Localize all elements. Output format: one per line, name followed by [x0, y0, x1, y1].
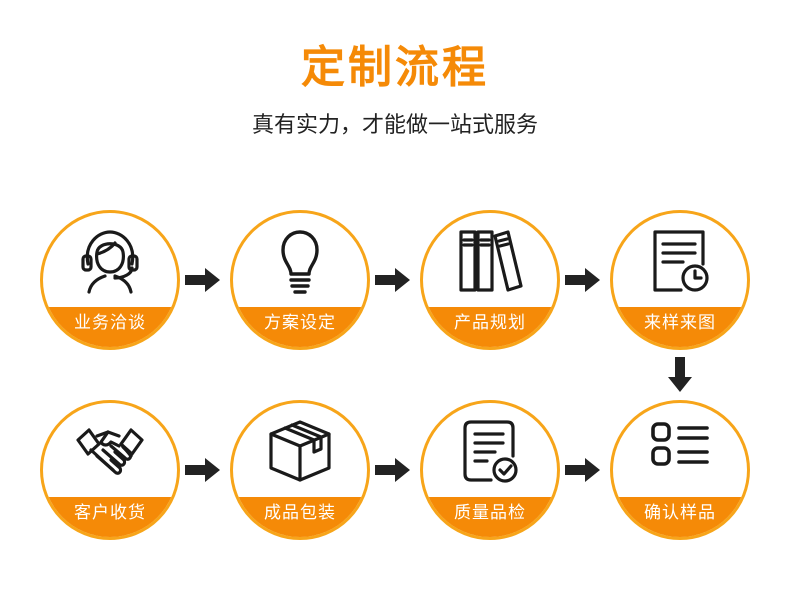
document-clock-icon: [653, 230, 709, 292]
step-business-talk: 业务洽谈: [40, 210, 180, 350]
step-sample-drawing: 来样来图: [610, 210, 750, 350]
label-band: [423, 497, 557, 537]
arrow-right-icon: [375, 268, 410, 292]
arrow-right-icon: [185, 458, 220, 482]
step-product-planning: 产品规划: [420, 210, 560, 350]
step-packaging: 成品包装: [230, 400, 370, 540]
package-box-icon: [269, 420, 331, 482]
step-label: 客户收货: [74, 503, 146, 523]
step-label: 来样来图: [644, 313, 716, 333]
step-confirm-sample: 确认样品: [610, 400, 750, 540]
headset-agent-icon: [81, 230, 139, 294]
label-band: [423, 307, 557, 347]
arrow-down-icon: [668, 357, 692, 392]
step-circle: [420, 210, 560, 350]
document-check-icon: [463, 420, 518, 483]
arrow-right-icon: [565, 458, 600, 482]
page-title: 定制流程: [301, 42, 489, 93]
step-circle: [610, 400, 750, 540]
handshake-icon: [76, 428, 144, 475]
label-band: [613, 307, 747, 347]
page-subtitle: 真有实力，才能做一站式服务: [251, 113, 538, 138]
step-quality-check: 质量品检: [420, 400, 560, 540]
step-label: 确认样品: [644, 503, 716, 523]
step-label: 质量品检: [454, 503, 526, 523]
arrow-right-icon: [185, 268, 220, 292]
step-circle: [40, 400, 180, 540]
label-band: [233, 497, 367, 537]
label-band: [613, 497, 747, 537]
binders-icon: [459, 230, 523, 292]
light-bulb-icon: [281, 230, 319, 294]
arrow-right-icon: [565, 268, 600, 292]
label-band: [43, 307, 177, 347]
step-customer-receipt: 客户收货: [40, 400, 180, 540]
list-icon: [651, 422, 709, 466]
label-band: [233, 307, 367, 347]
step-plan-setting: 方案设定: [230, 210, 370, 350]
step-label: 产品规划: [454, 313, 526, 333]
step-label: 成品包装: [264, 503, 336, 523]
step-label: 方案设定: [264, 313, 336, 333]
label-band: [43, 497, 177, 537]
arrow-right-icon: [375, 458, 410, 482]
step-label: 业务洽谈: [74, 313, 146, 333]
